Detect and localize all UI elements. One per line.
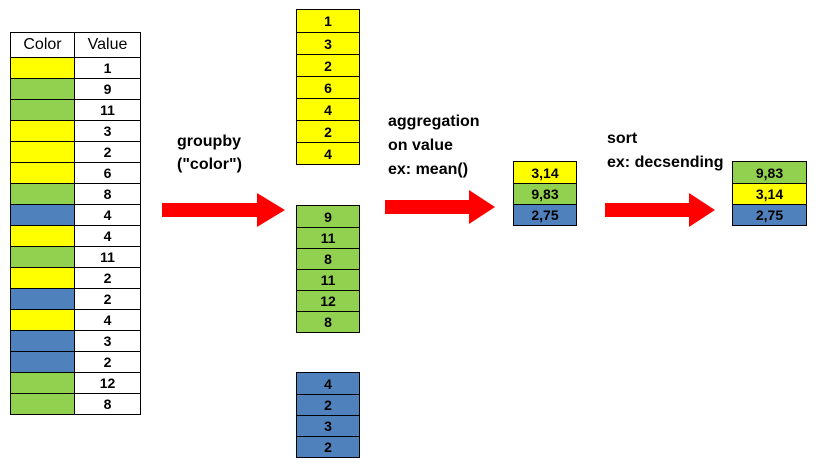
- groupby-label-line1: groupby: [177, 133, 241, 150]
- value-cell: 2: [103, 354, 112, 370]
- aggregation-label: aggregation on value ex: mean(): [388, 110, 480, 182]
- value-cell: 12: [99, 375, 116, 391]
- color-cell-yellow: [11, 310, 75, 330]
- groupby-label: groupby ("color"): [177, 130, 242, 176]
- color-cell-blue: [11, 352, 75, 372]
- stack-cell-green: 9: [297, 206, 359, 227]
- stack-cell-blue: 3: [297, 415, 359, 436]
- color-cell-yellow: [11, 163, 75, 183]
- source-table-header: Color Value: [11, 33, 140, 57]
- stack-cell-blue: 2: [297, 436, 359, 457]
- aggregated-cell-yellow: 3,14: [514, 162, 576, 183]
- table-row: 4: [11, 204, 140, 225]
- stack-cell-yellow: 4: [297, 142, 359, 164]
- value-cell: 2: [103, 291, 112, 307]
- color-cell-green: [11, 394, 75, 414]
- table-row: 9: [11, 78, 140, 99]
- aggregated-cell-green: 9,83: [514, 183, 576, 204]
- column-header-color: Color: [11, 33, 75, 57]
- table-row: 3: [11, 120, 140, 141]
- color-cell-yellow: [11, 226, 75, 246]
- value-cell: 2: [103, 144, 112, 160]
- value-cell: 4: [103, 207, 112, 223]
- sorted-cell-green: 9,83: [733, 162, 806, 183]
- groupby-arrow-icon: [162, 192, 285, 233]
- color-cell-yellow: [11, 121, 75, 141]
- sorted-cell-yellow: 3,14: [733, 183, 806, 204]
- color-cell-green: [11, 79, 75, 99]
- aggregation-arrow-icon: [385, 189, 495, 230]
- table-row: 3: [11, 330, 140, 351]
- table-row: 12: [11, 372, 140, 393]
- value-cell: 4: [103, 312, 112, 328]
- table-row: 2: [11, 351, 140, 372]
- color-cell-blue: [11, 289, 75, 309]
- value-cell: 6: [103, 165, 112, 181]
- sort-label-line1: sort: [607, 130, 638, 147]
- color-cell-blue: [11, 205, 75, 225]
- color-cell-green: [11, 184, 75, 204]
- color-cell-yellow: [11, 58, 75, 78]
- column-header-value: Value: [87, 36, 128, 53]
- table-row: 6: [11, 162, 140, 183]
- stack-cell-yellow: 3: [297, 32, 359, 54]
- stack-cell-green: 8: [297, 248, 359, 269]
- sort-arrow-icon: [605, 192, 715, 233]
- stack-cell-green: 8: [297, 311, 359, 332]
- sort-label-line2: ex: decsending: [607, 154, 724, 171]
- value-cell: 8: [103, 186, 112, 202]
- stack-cell-yellow: 6: [297, 76, 359, 98]
- aggregation-label-line2: on value: [388, 137, 453, 154]
- stack-cell-blue: 2: [297, 394, 359, 415]
- sort-label: sort ex: decsending: [607, 127, 723, 175]
- aggregated-cell-blue: 2,75: [514, 204, 576, 225]
- value-cell: 3: [103, 123, 112, 139]
- stack-cell-yellow: 4: [297, 98, 359, 120]
- sorted-cell-blue: 2,75: [733, 204, 806, 225]
- groupby-label-line2: ("color"): [177, 156, 242, 173]
- aggregation-label-line3: ex: mean(): [388, 161, 469, 178]
- value-cell: 8: [103, 396, 112, 412]
- value-cell: 11: [100, 249, 115, 265]
- stack-cell-blue: 4: [297, 373, 359, 394]
- table-row: 8: [11, 183, 140, 204]
- value-cell: 2: [103, 270, 112, 286]
- value-cell: 4: [103, 228, 112, 244]
- color-cell-green: [11, 100, 75, 120]
- stack-cell-green: 11: [297, 269, 359, 290]
- stack-cell-yellow: 2: [297, 120, 359, 142]
- value-cell: 3: [103, 333, 112, 349]
- table-row: 11: [11, 99, 140, 120]
- color-cell-blue: [11, 331, 75, 351]
- value-cell: 11: [100, 102, 115, 118]
- color-cell-yellow: [11, 142, 75, 162]
- table-row: 4: [11, 225, 140, 246]
- stack-cell-yellow: 2: [297, 54, 359, 76]
- value-cell: 1: [103, 60, 112, 76]
- table-row: 8: [11, 393, 140, 414]
- table-row: 11: [11, 246, 140, 267]
- table-row: 2: [11, 288, 140, 309]
- value-cell: 9: [103, 81, 112, 97]
- table-row: 4: [11, 309, 140, 330]
- color-cell-green: [11, 247, 75, 267]
- aggregation-label-line1: aggregation: [388, 113, 480, 130]
- color-cell-yellow: [11, 268, 75, 288]
- color-cell-green: [11, 373, 75, 393]
- stack-cell-green: 11: [297, 227, 359, 248]
- table-row: 1: [11, 57, 140, 78]
- table-row: 2: [11, 267, 140, 288]
- stack-cell-yellow: 1: [297, 10, 359, 32]
- stack-cell-green: 12: [297, 290, 359, 311]
- table-row: 2: [11, 141, 140, 162]
